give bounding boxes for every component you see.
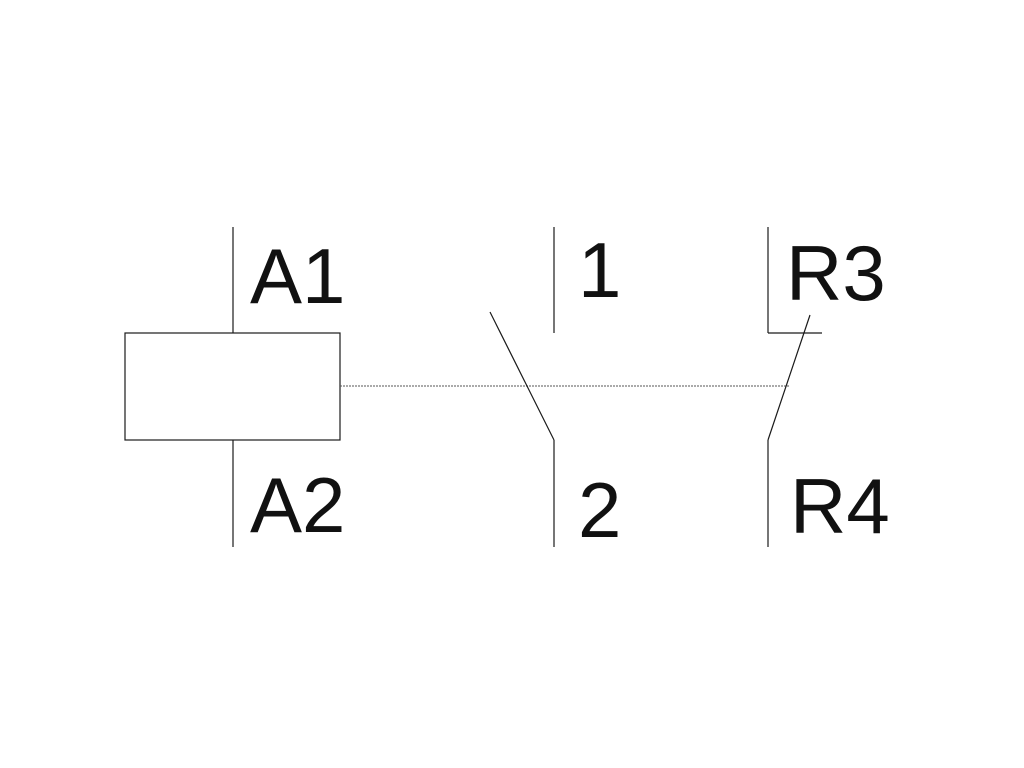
contact-no-1-2: 1 2: [489, 226, 621, 554]
terminal-label-r3: R3: [786, 229, 886, 317]
coil-body: [124, 332, 341, 441]
contact2-blade: [767, 314, 811, 441]
terminal-label-2: 2: [578, 466, 621, 554]
terminal-label-r4: R4: [790, 462, 890, 550]
relay-coil: A1 A2: [124, 227, 345, 549]
terminal-label-a2: A2: [250, 461, 345, 549]
contact-nc-r3-r4: R3 R4: [767, 227, 890, 550]
terminal-label-1: 1: [578, 226, 621, 314]
contact1-blade: [489, 311, 555, 441]
terminal-label-a1: A1: [250, 232, 345, 320]
